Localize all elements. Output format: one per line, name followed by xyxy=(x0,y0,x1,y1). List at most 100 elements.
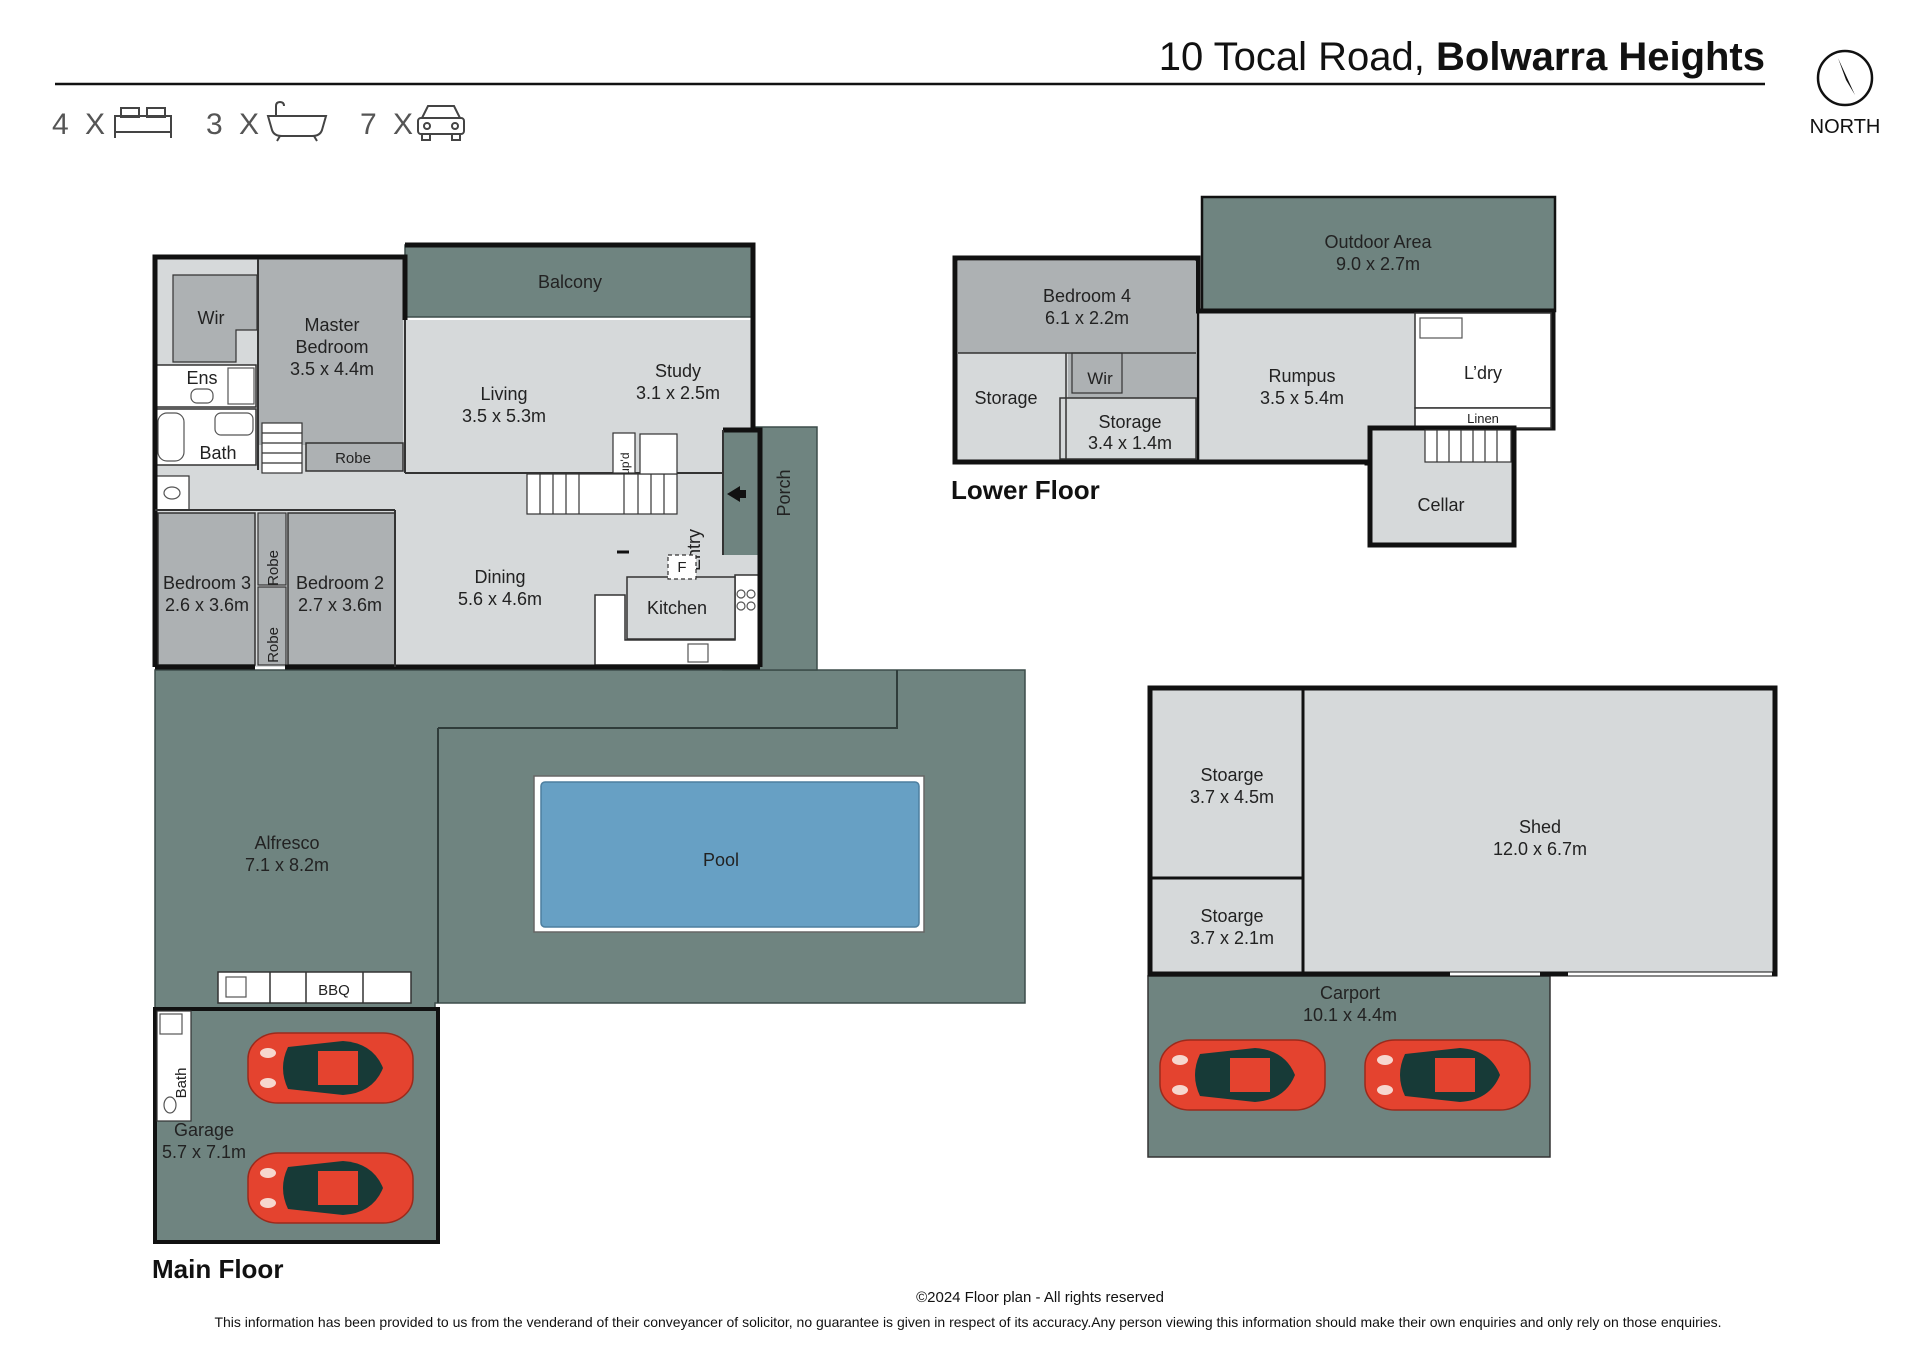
lower-storage-2-label: Storage xyxy=(1098,412,1161,432)
master-robe xyxy=(305,442,404,472)
main-floor: Pool Alfresco 7.1 x 8.2m BBQ Porch Balco… xyxy=(152,242,1026,1284)
master-robe-label: Robe xyxy=(335,450,371,467)
robe-3-label: Robe xyxy=(265,627,282,663)
disclaimer: This information has been provided to us… xyxy=(214,1314,1721,1330)
outdoor-area-label: Outdoor Area xyxy=(1324,232,1432,252)
garage-bathroom xyxy=(156,1010,192,1122)
shed-size: 12.0 x 6.7m xyxy=(1493,839,1587,859)
storage-a-label: Stoarge xyxy=(1200,765,1263,785)
compass: NORTH xyxy=(1810,49,1881,138)
bedroom-3-size: 2.6 x 3.6m xyxy=(165,595,249,615)
garage-shower-icon xyxy=(159,1013,183,1035)
address-suburb: Bolwarra Heights xyxy=(1436,35,1765,79)
shed-building xyxy=(1147,685,1778,977)
storage-b-size: 3.7 x 2.1m xyxy=(1190,928,1274,948)
bedroom-4-size: 6.1 x 2.2m xyxy=(1045,308,1129,328)
bathtub-icon xyxy=(157,412,185,462)
bathroom xyxy=(154,408,257,466)
study-size: 3.1 x 2.5m xyxy=(636,383,720,403)
lower-wir xyxy=(1071,352,1123,394)
lower-floor-title: Lower Floor xyxy=(951,475,1100,505)
cooktop-icon xyxy=(736,589,756,611)
shower-icon xyxy=(227,367,255,405)
bedroom-4 xyxy=(958,261,1196,353)
balcony xyxy=(404,244,754,318)
alfresco-size: 7.1 x 8.2m xyxy=(245,855,329,875)
storage-a-size: 3.7 x 4.5m xyxy=(1190,787,1274,807)
ensuite xyxy=(154,364,257,408)
garage-car-1 xyxy=(247,1032,414,1104)
north-label: NORTH xyxy=(1810,116,1881,138)
entry-arrow-icon xyxy=(727,486,746,502)
copyright: ©2024 Floor plan - All rights reserved xyxy=(916,1289,1164,1306)
storage-b-label: Stoarge xyxy=(1200,906,1263,926)
header: 10 Tocal Road, Bolwarra Heights 4 X 3 X … xyxy=(52,35,1881,142)
robe-bedroom-3 xyxy=(257,586,287,666)
porch-label: Porch xyxy=(774,469,794,516)
bedroom-3 xyxy=(157,512,256,666)
kitchen-sink-icon xyxy=(687,643,709,663)
master-bedroom-size: 3.5 x 4.4m xyxy=(290,359,374,379)
stairs-main xyxy=(526,433,678,515)
outdoor-area xyxy=(1200,195,1557,313)
garage-bath-label: Bath xyxy=(173,1068,190,1099)
outdoor-area-size: 9.0 x 2.7m xyxy=(1336,254,1420,274)
bath-icon xyxy=(267,101,327,142)
bedroom-count: 4 X xyxy=(52,108,109,141)
bath-label: Bath xyxy=(199,443,236,463)
rumpus-label: Rumpus xyxy=(1268,366,1335,386)
toilet-icon xyxy=(163,486,181,500)
address: 10 Tocal Road, Bolwarra Heights xyxy=(1159,35,1765,79)
bedroom-4-label: Bedroom 4 xyxy=(1043,286,1131,306)
car-icon xyxy=(417,105,465,141)
lower-storage-label: Storage xyxy=(974,388,1037,408)
bedroom-2-label: Bedroom 2 xyxy=(296,573,384,593)
bedroom-2-size: 2.7 x 3.6m xyxy=(298,595,382,615)
alfresco-label: Alfresco xyxy=(254,833,319,853)
ensuite-basin-icon xyxy=(190,388,214,404)
bathroom-count: 3 X xyxy=(206,108,263,141)
bedroom-3-label: Bedroom 3 xyxy=(163,573,251,593)
laundry xyxy=(1414,312,1552,409)
lower-storage-2-size: 3.4 x 1.4m xyxy=(1088,433,1172,453)
north-arrow-icon xyxy=(1838,58,1855,95)
wir-label: Wir xyxy=(198,308,225,328)
living-size: 3.5 x 5.3m xyxy=(462,406,546,426)
cupboard xyxy=(612,432,636,474)
shed-label: Shed xyxy=(1519,817,1561,837)
lower-storage-1 xyxy=(958,353,1066,459)
balcony-label: Balcony xyxy=(538,272,602,292)
laundry-label: L’dry xyxy=(1464,363,1502,383)
fridge xyxy=(667,554,697,580)
linen-label: Linen xyxy=(1467,411,1499,426)
stairs-lower xyxy=(1424,429,1512,463)
garage-toilet-icon xyxy=(163,1096,177,1114)
lower-wir-label: Wir xyxy=(1087,369,1113,388)
shed-block: Carport 10.1 x 4.4m Stoarge 3.7 x 4.5m S… xyxy=(1147,685,1778,1158)
dining-label: Dining xyxy=(474,567,525,587)
vanity-icon xyxy=(214,412,254,436)
pool xyxy=(540,781,920,928)
laundry-tub-icon xyxy=(1419,317,1463,339)
toilet-room xyxy=(154,475,190,511)
garage-size: 5.7 x 7.1m xyxy=(162,1142,246,1162)
pool-label: Pool xyxy=(703,850,739,870)
living-label: Living xyxy=(480,384,527,404)
bed-icon xyxy=(114,107,172,139)
kitchen-label: Kitchen xyxy=(647,598,707,618)
dining-size: 5.6 x 4.6m xyxy=(458,589,542,609)
stairs-upper xyxy=(261,422,303,474)
car-count: 7 X xyxy=(360,108,417,141)
address-street: 10 Tocal Road, xyxy=(1159,35,1425,79)
robe-2-label: Robe xyxy=(265,550,282,586)
study-label: Study xyxy=(655,361,701,381)
footer: ©2024 Floor plan - All rights reserved T… xyxy=(214,1289,1721,1330)
master-bedroom-label-2: Bedroom xyxy=(295,337,368,357)
kitchen-island xyxy=(626,576,736,640)
robe-bedroom-2 xyxy=(257,512,287,586)
carport-label: Carport xyxy=(1320,983,1380,1003)
lower-floor: Outdoor Area 9.0 x 2.7m Bedroom 4 6.1 x … xyxy=(951,195,1557,548)
fridge-label: F xyxy=(677,559,686,576)
bbq-label: BBQ xyxy=(318,982,350,999)
